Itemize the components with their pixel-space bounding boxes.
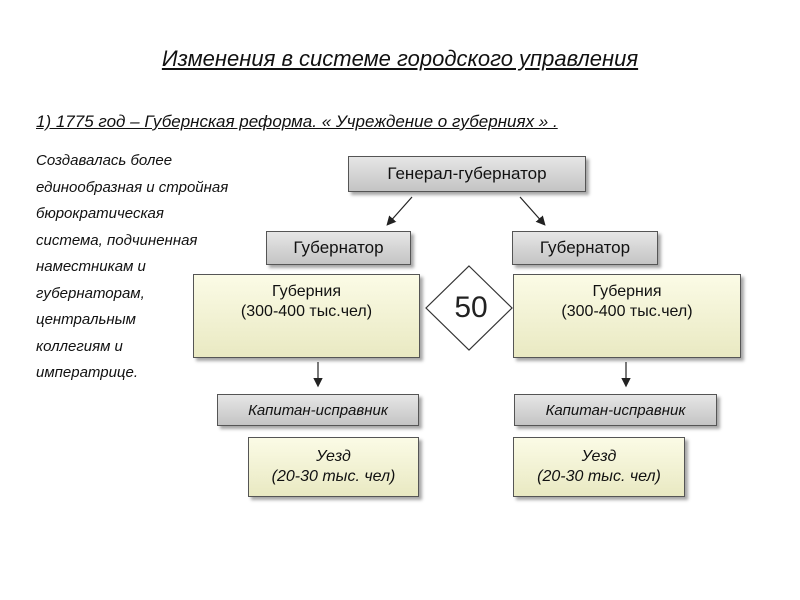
arrow-to-left-governor bbox=[386, 196, 413, 226]
description-line: губернаторам, bbox=[36, 284, 145, 302]
district-population: (20-30 тыс. чел) bbox=[271, 468, 396, 485]
right-captain-box: Капитан-исправник bbox=[514, 394, 717, 426]
description-text: Создавалась более единообразная и стройн… bbox=[36, 148, 306, 387]
center-number: 50 bbox=[454, 291, 488, 324]
arrow-to-right-governor bbox=[519, 196, 546, 226]
left-governor-box: Губернатор bbox=[266, 231, 411, 265]
district-name: Уезд bbox=[316, 448, 351, 465]
left-captain-box: Капитан-исправник bbox=[217, 394, 419, 426]
province-population: (300-400 тыс.чел) bbox=[240, 303, 373, 320]
description-line: бюрократическая bbox=[36, 205, 164, 222]
description-line: Создавалась более bbox=[36, 152, 173, 169]
description-line: наместникам и bbox=[36, 258, 146, 275]
description-line: императрице. bbox=[36, 364, 139, 381]
description-line: центральным bbox=[36, 311, 136, 328]
right-province-box: Губерния (300-400 тыс.чел) bbox=[513, 274, 741, 358]
province-name: Губерния bbox=[592, 283, 662, 300]
right-district-box: Уезд (20-30 тыс. чел) bbox=[513, 437, 685, 497]
left-district-box: Уезд (20-30 тыс. чел) bbox=[248, 437, 419, 497]
district-population: (20-30 тыс. чел) bbox=[537, 468, 661, 485]
province-population: (300-400 тыс.чел) bbox=[561, 303, 693, 320]
center-diamond bbox=[425, 265, 513, 351]
left-province-box: Губерния (300-400 тыс.чел) bbox=[193, 274, 420, 358]
right-governor-box: Губернатор bbox=[512, 231, 658, 265]
district-name: Уезд bbox=[581, 448, 617, 465]
description-line: коллегиям и bbox=[36, 337, 123, 355]
description-line: система, подчиненная bbox=[36, 231, 198, 249]
governor-general-box: Генерал-губернатор bbox=[348, 156, 586, 192]
slide-title: Изменения в системе городского управлени… bbox=[161, 46, 639, 71]
province-name: Губерния bbox=[272, 283, 341, 300]
description-line: единообразная и стройная bbox=[36, 178, 229, 196]
slide-subtitle: 1) 1775 год – Губернская реформа. « Учре… bbox=[36, 112, 558, 131]
